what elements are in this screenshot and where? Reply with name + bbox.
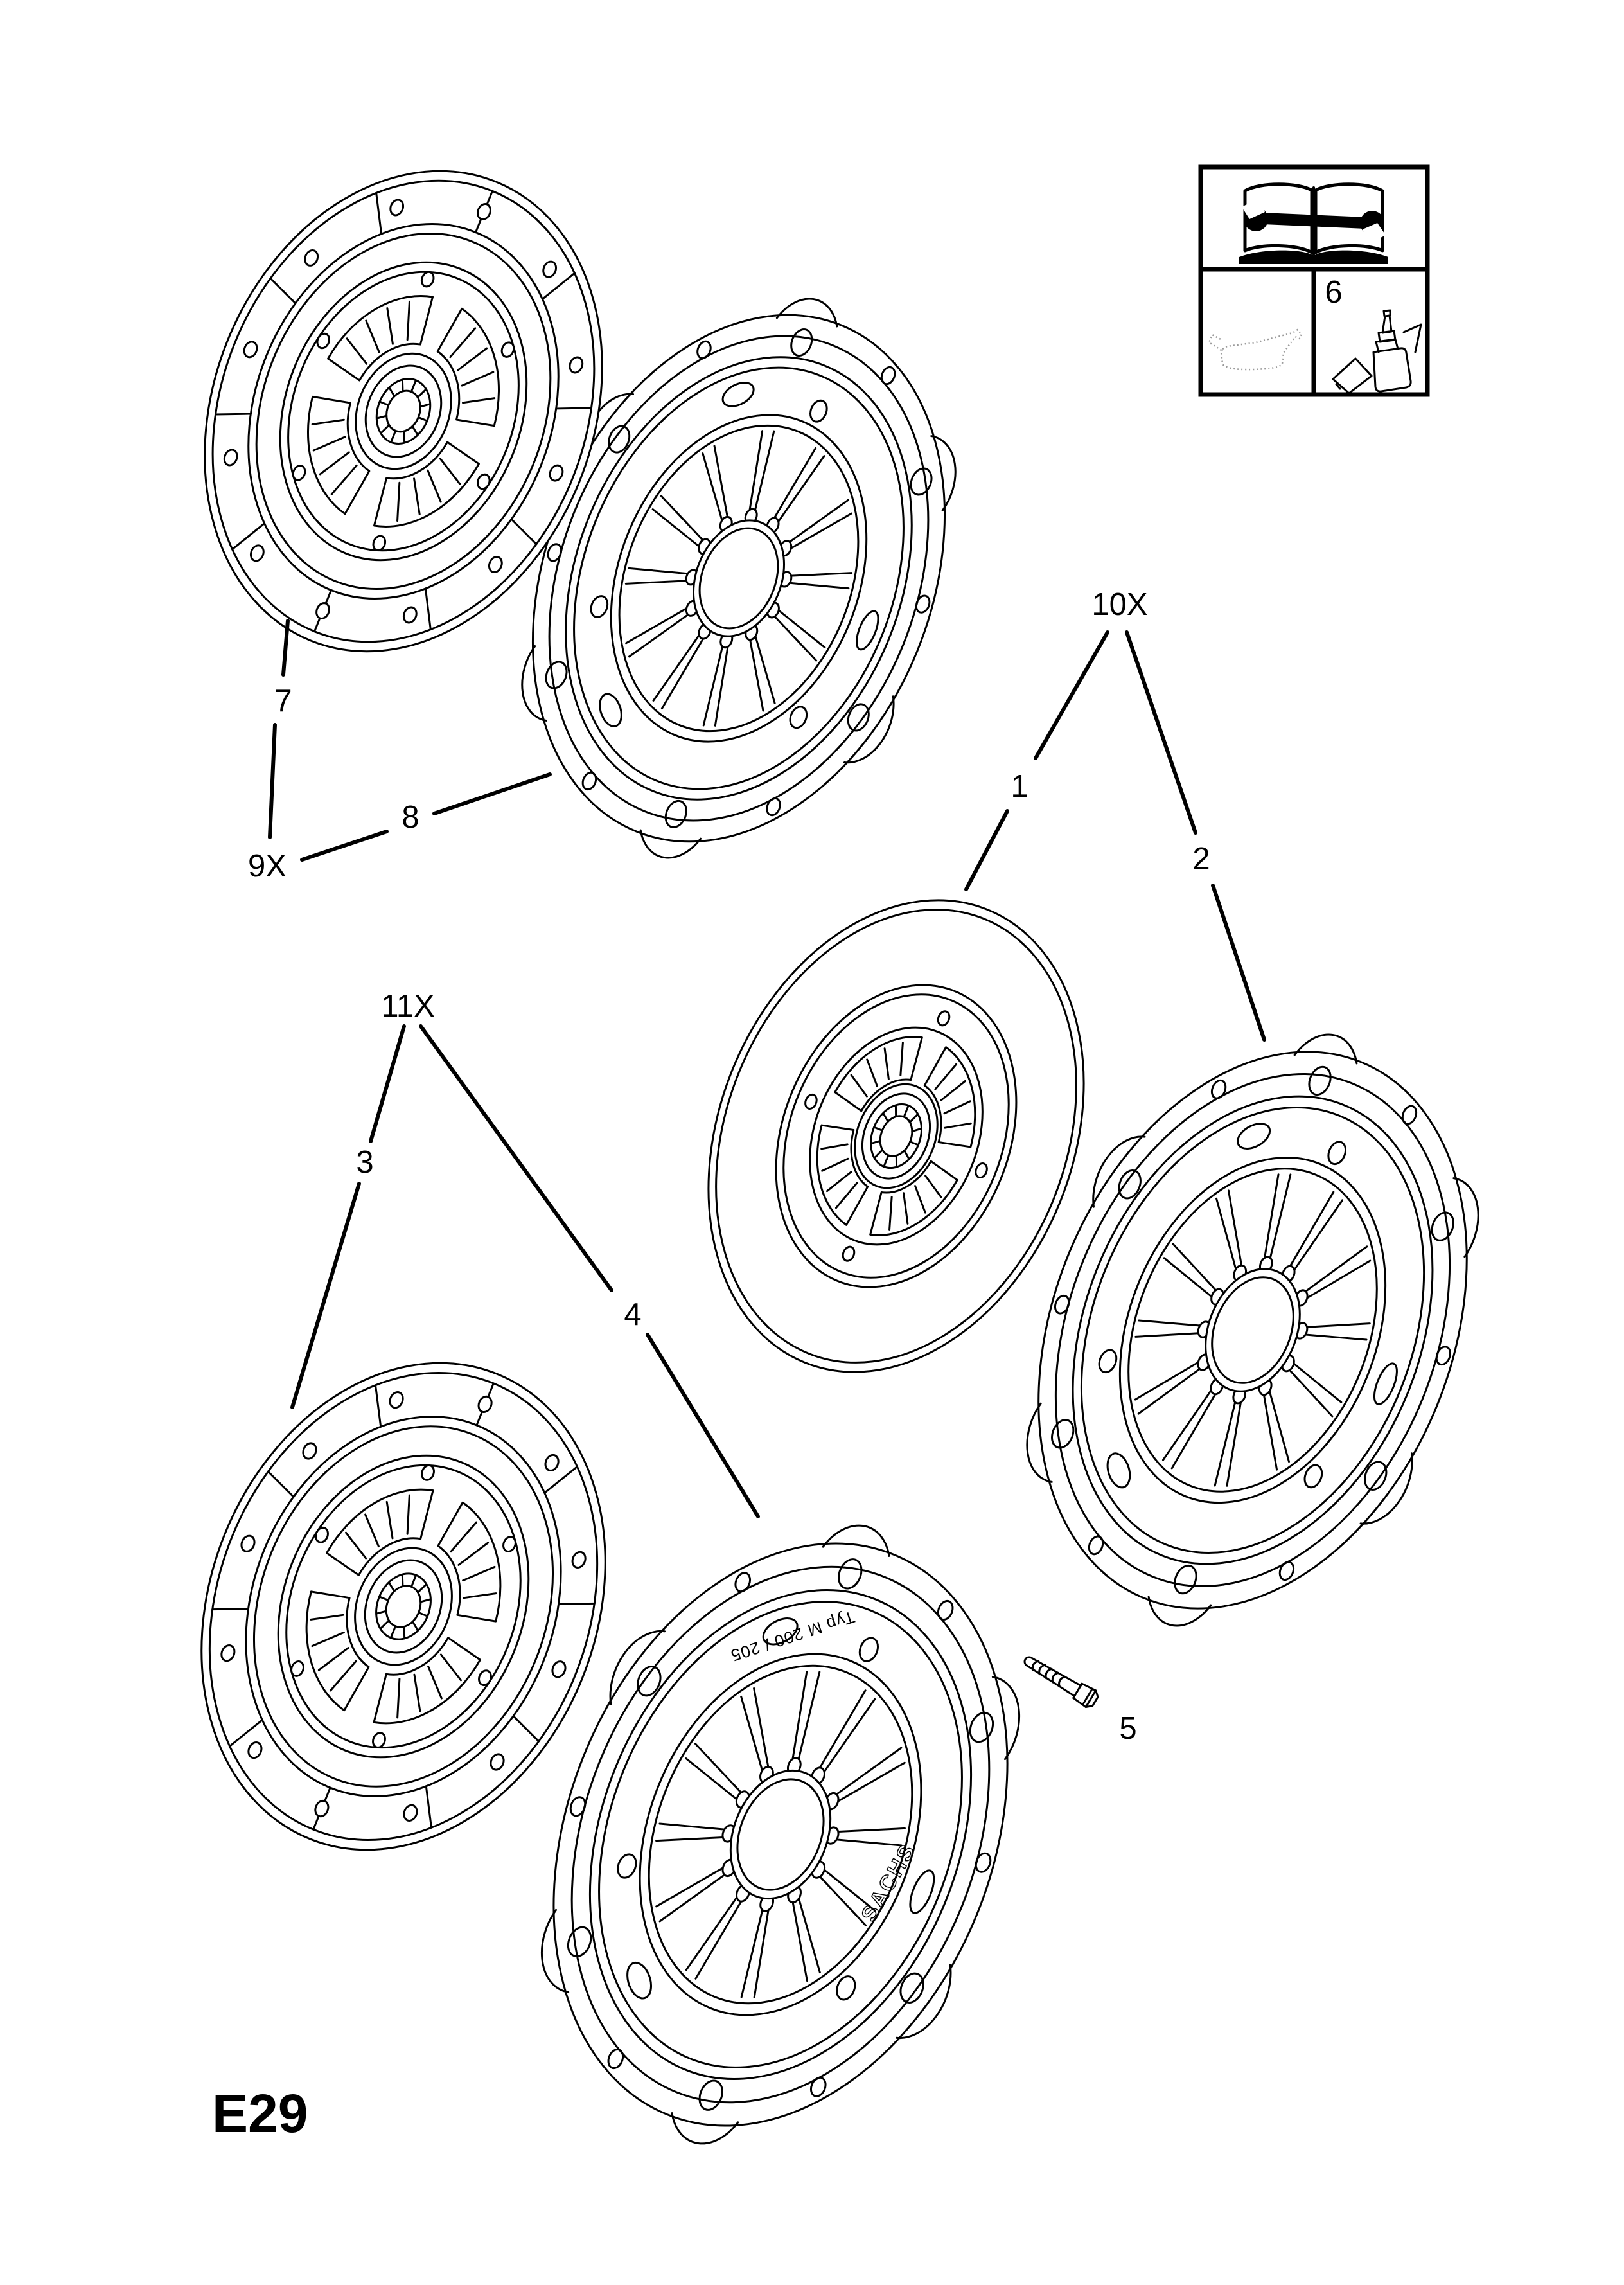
callout-10x: 10X xyxy=(1091,587,1147,622)
adhesive-bottle-icon xyxy=(1333,310,1421,393)
page-code: E29 xyxy=(212,2083,308,2144)
callout-7: 7 xyxy=(274,684,292,718)
leader-line-7-9x xyxy=(268,723,277,839)
leader-line-10x-1 xyxy=(1034,630,1109,760)
leader-line-11x-4 xyxy=(419,1024,613,1292)
callout-5: 5 xyxy=(1119,1711,1136,1746)
oil-can-icon xyxy=(1208,328,1303,371)
legend-item-number: 6 xyxy=(1325,275,1342,310)
callout-4: 4 xyxy=(624,1297,641,1332)
leader-line-11x-3 xyxy=(369,1024,406,1143)
leader-line-1 xyxy=(964,809,1009,891)
leader-lines xyxy=(268,619,1266,1518)
callout-2: 2 xyxy=(1192,842,1210,876)
book-and-wrench-icon xyxy=(1239,184,1388,264)
callout-9x: 9X xyxy=(248,849,287,884)
leader-line-7 xyxy=(281,619,290,677)
callout-11x: 11X xyxy=(381,989,435,1024)
bolt-drawing-item5 xyxy=(1020,1651,1100,1710)
legend-box: 6 xyxy=(1198,164,1430,397)
leader-line-4 xyxy=(646,1333,760,1518)
callout-3: 3 xyxy=(356,1145,373,1180)
leader-line-2 xyxy=(1211,884,1266,1042)
leader-line-9x-8 xyxy=(300,830,389,862)
leader-line-10x-2 xyxy=(1125,630,1197,835)
callout-8: 8 xyxy=(402,800,419,835)
leader-line-3 xyxy=(290,1182,361,1409)
callout-1: 1 xyxy=(1011,769,1028,804)
leader-line-8 xyxy=(432,772,552,815)
